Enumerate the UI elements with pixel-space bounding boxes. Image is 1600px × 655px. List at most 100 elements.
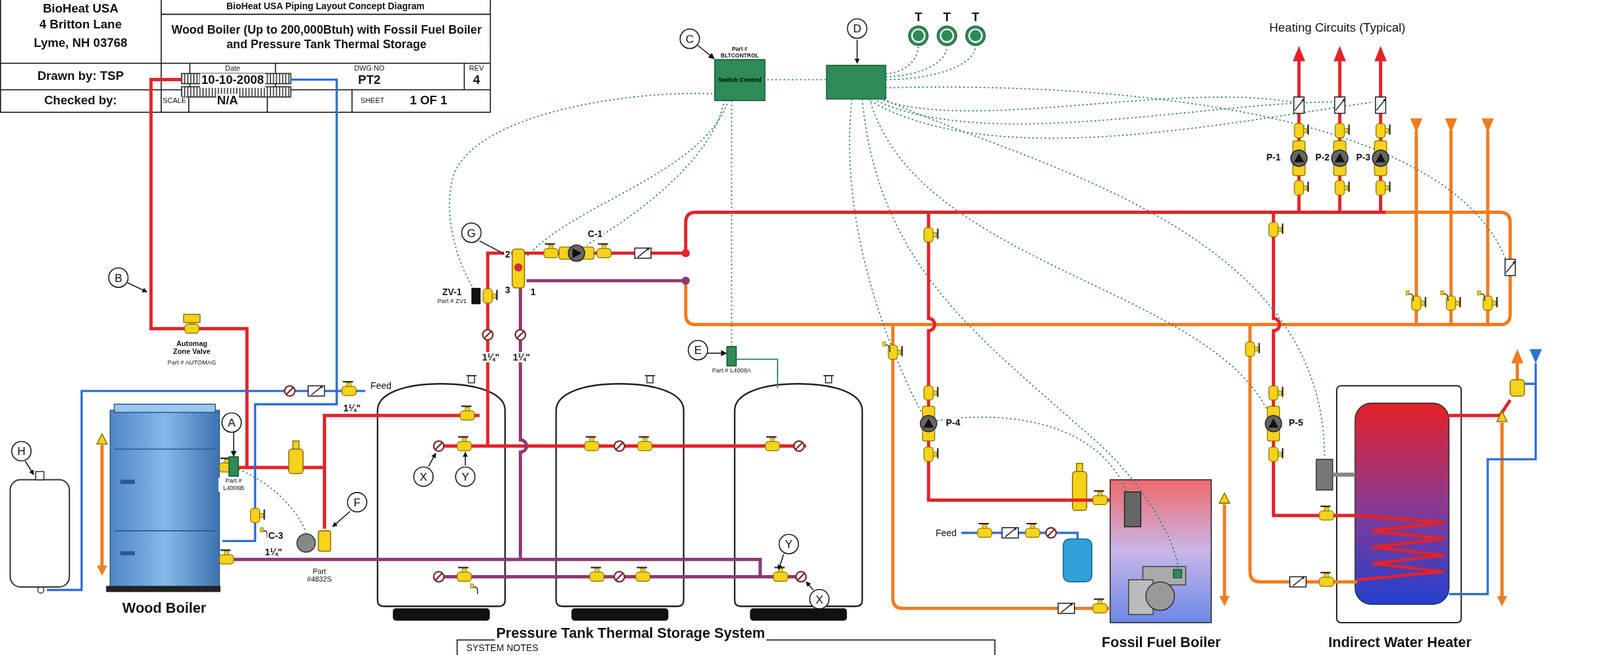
node-text: E — [694, 343, 702, 357]
part-label: Feed — [934, 527, 958, 538]
callout-circle: B — [108, 267, 129, 288]
connector-line — [730, 100, 733, 346]
valves-and-pumps — [515, 329, 526, 340]
red-arrowheads — [1374, 46, 1387, 62]
red-supply-pipes — [222, 415, 480, 529]
callout-circle: H — [11, 440, 32, 462]
node-text: Part # L4006B — [218, 477, 249, 492]
part-label: Automag Zone Valve — [169, 339, 215, 357]
storage-tanks — [392, 607, 490, 621]
fossil-boiler-body — [1110, 479, 1212, 623]
orange-pipes — [685, 212, 1511, 325]
node-text: A — [227, 415, 235, 430]
valves-and-pumps — [1497, 411, 1507, 422]
valves-and-pumps — [1001, 527, 1019, 538]
valves-and-pumps — [483, 288, 498, 303]
part-label: ZV-1 — [441, 286, 463, 298]
node-text: T — [943, 11, 951, 26]
valves-and-pumps — [183, 314, 200, 323]
valves-and-pumps — [433, 440, 444, 451]
orange-pipes — [1250, 324, 1358, 583]
control-wiring — [873, 99, 1333, 125]
node-text: G — [467, 226, 476, 240]
title-block-text: SHEET — [359, 97, 386, 105]
callout-leaders — [464, 452, 467, 466]
valves-and-pumps — [471, 287, 481, 305]
valves-and-pumps — [1331, 140, 1348, 176]
title-block-text: Date — [223, 64, 241, 72]
part-label: Pressure Tank Thermal Storage System — [495, 624, 766, 641]
part-label: Part # ZV1 — [436, 297, 468, 305]
callout-leaders — [805, 581, 814, 590]
orange-arrowheads — [1481, 118, 1495, 133]
purple-return-pipes — [222, 280, 806, 577]
valves-and-pumps — [219, 549, 234, 564]
red-arrowheads — [681, 46, 1387, 258]
valves-and-pumps — [796, 571, 806, 582]
connector-line — [697, 45, 715, 59]
indirect-heater-body — [1355, 403, 1449, 605]
control-wiring — [883, 99, 1325, 460]
control-wiring — [763, 79, 827, 81]
part-label: 1¼" — [342, 403, 362, 414]
blue-water-pipes — [1448, 363, 1536, 594]
wood-boiler-body — [120, 551, 135, 556]
wood-boiler-body — [114, 403, 216, 412]
valves-and-pumps — [457, 567, 472, 582]
callout-leaders — [856, 39, 859, 64]
orange-arrowheads — [1497, 596, 1507, 606]
valves-and-pumps — [1504, 259, 1516, 276]
valves-and-pumps — [596, 243, 612, 258]
valves-and-pumps — [590, 567, 605, 582]
title-block — [0, 0, 491, 113]
valves-and-pumps — [1046, 527, 1057, 538]
drawing-title: Wood Boiler (Up to 200,000Btuh) with Fos… — [163, 22, 490, 52]
valves-and-pumps — [297, 533, 316, 553]
fossil-boiler-body — [1173, 569, 1182, 578]
control-box — [826, 65, 886, 100]
expansion-tank — [9, 479, 70, 587]
valves-and-pumps — [457, 436, 472, 451]
valves-and-pumps — [1376, 180, 1391, 196]
valves-and-pumps — [97, 97, 1525, 614]
part-label: Part # AUTOMAG — [166, 359, 218, 367]
red-supply-pipes — [1273, 212, 1358, 516]
control-wiring — [586, 99, 725, 245]
fossil-boiler-body — [1072, 471, 1088, 511]
valves-and-pumps — [1025, 523, 1041, 538]
valves-and-pumps — [460, 405, 475, 420]
control-wiring — [526, 99, 729, 257]
valves-and-pumps — [1510, 379, 1525, 397]
valves-and-pumps — [1268, 385, 1283, 400]
part-label: P-3 — [1355, 151, 1372, 163]
wood-boiler-body — [106, 403, 221, 592]
purple-return-pipes — [526, 279, 686, 283]
blue-water-pipes — [222, 79, 337, 542]
orange-pipes — [102, 361, 1518, 599]
control-wiring — [885, 87, 1507, 261]
connector-line — [707, 352, 727, 354]
red-supply-pipes — [151, 59, 1511, 529]
callout-leaders — [428, 452, 436, 467]
red-arrowheads — [1333, 46, 1346, 62]
expansion-tank — [37, 586, 44, 593]
valves-and-pumps — [888, 345, 903, 360]
thermostat-symbol: T — [936, 25, 958, 47]
valves-and-pumps — [1446, 295, 1461, 311]
valves-and-pumps — [1319, 572, 1334, 587]
part-label: C-1 — [586, 228, 604, 239]
node-text: D — [852, 22, 861, 36]
orange-arrowheads — [1510, 349, 1524, 364]
part-label: Heating Circuits (Typical) — [1268, 21, 1407, 35]
valves-and-pumps — [765, 436, 780, 451]
part-label: 1¼" — [264, 547, 284, 558]
valves-and-pumps — [1335, 180, 1350, 196]
title-block-text: DWG NO — [353, 64, 386, 72]
valves-and-pumps — [924, 227, 938, 243]
part-label: SYSTEM NOTES — [465, 642, 540, 654]
storage-tanks — [377, 383, 505, 606]
valves-and-pumps — [1289, 576, 1307, 587]
title-block-text: REV — [467, 64, 485, 72]
